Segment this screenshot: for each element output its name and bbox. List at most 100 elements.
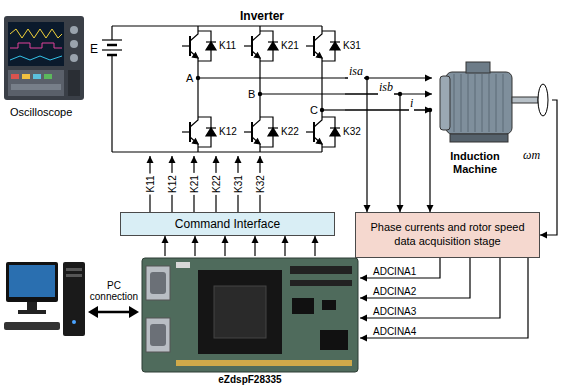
- signal-connector: [192, 236, 199, 256]
- connector-line: [345, 94, 400, 212]
- igbt-switches: [244, 112, 278, 152]
- switch-label: K11: [219, 40, 236, 51]
- signal-connector: [345, 94, 404, 212]
- oscilloscope-picture: [22, 74, 30, 79]
- arrow-head: [312, 236, 319, 243]
- current-label: isa: [348, 64, 364, 79]
- source-label: E: [90, 43, 98, 56]
- oscilloscope-picture: [11, 74, 19, 79]
- inverter-circuit: [321, 66, 322, 112]
- signal-connector: [345, 78, 371, 212]
- inverter-circuit: [102, 49, 122, 50]
- pc-link-arrow: [129, 306, 139, 318]
- arrow-head: [222, 236, 229, 243]
- igbt-switches: [182, 112, 216, 152]
- inverter-circuit: [198, 77, 345, 78]
- gate-signal-label: K11: [144, 173, 157, 194]
- adc-pin-label: ADCINA2: [372, 286, 417, 297]
- arrow-head: [360, 295, 367, 302]
- induction-machine-picture: [461, 74, 462, 132]
- arrow-head: [191, 156, 198, 163]
- arrow-head: [360, 275, 367, 282]
- gate-signal-label: K12: [166, 173, 179, 195]
- arrow-head: [169, 156, 176, 163]
- induction-machine-picture: [503, 74, 504, 132]
- oscilloscope-picture: [70, 54, 78, 62]
- igbt-switches: [182, 26, 216, 66]
- arrow-head: [162, 236, 169, 243]
- current-label: i: [409, 96, 414, 111]
- induction-machine-picture: [489, 74, 490, 132]
- oscilloscope-picture: [10, 43, 62, 48]
- inverter-circuit: [112, 151, 322, 152]
- dsp-board-picture: [320, 330, 348, 350]
- pc-link-arrow: [88, 306, 139, 318]
- pc-picture: [4, 322, 60, 330]
- oscilloscope-picture: [4, 16, 84, 100]
- pc-picture: [72, 320, 76, 324]
- arrow-head: [425, 91, 432, 98]
- arrow-head: [360, 335, 367, 342]
- arrow-head: [252, 236, 259, 243]
- switch-label: K32: [343, 126, 361, 137]
- arrow-head: [282, 236, 289, 243]
- pc-picture: [66, 268, 82, 271]
- signal-connector: [222, 236, 229, 256]
- inverter-circuit: [111, 55, 112, 152]
- induction-machine-picture: [482, 74, 483, 132]
- signal-connector: [360, 258, 440, 282]
- igbt-switches: [244, 26, 278, 66]
- oscilloscope-picture: [10, 29, 62, 38]
- oscilloscope-picture: [70, 40, 78, 48]
- switch-label: K31: [343, 40, 361, 51]
- connector-line: [345, 78, 367, 212]
- igbt-switches: [306, 112, 340, 152]
- inverter-circuit: [102, 26, 345, 152]
- gate-signal-label: K21: [188, 173, 201, 195]
- connector-line: [360, 258, 528, 338]
- gate-signal-label: K32: [254, 173, 267, 195]
- connector-line: [345, 110, 430, 212]
- arrow-head: [427, 205, 434, 212]
- arrow-head: [397, 205, 404, 212]
- dsp-board-picture: [198, 270, 282, 354]
- oscilloscope-picture: [68, 70, 80, 96]
- dsp-board-picture: [146, 266, 170, 300]
- pc-picture: [66, 274, 82, 277]
- adc-pin-label: ADCINA1: [372, 266, 417, 277]
- arrow-head: [192, 236, 199, 243]
- dsp-board-picture: [150, 324, 166, 346]
- inverter-circuit: [197, 66, 198, 112]
- gate-signal-label: K31: [232, 173, 245, 195]
- dsp-board-picture: [214, 286, 266, 338]
- induction-machine-picture: [512, 97, 538, 103]
- inverter-circuit: [111, 26, 112, 40]
- inverter-circuit: [322, 109, 345, 110]
- switch-label: K22: [281, 126, 299, 137]
- igbt-switches: [306, 26, 340, 66]
- switch-label: K21: [281, 40, 299, 51]
- junction-dots: [320, 108, 324, 112]
- pc-picture: [4, 262, 85, 336]
- arrow-head: [425, 75, 432, 82]
- adc-pin-label: ADCINA3: [372, 306, 417, 317]
- dsp-board-picture: [176, 262, 190, 268]
- dsp-board-picture: [142, 258, 358, 372]
- dsp-board-picture: [290, 280, 352, 286]
- induction-machine-picture: [446, 72, 512, 134]
- machine-region: Induction Machine: [432, 62, 552, 190]
- dsp-board-picture: [150, 272, 166, 294]
- oscilloscope-picture: [44, 74, 52, 79]
- connector-line: [360, 258, 500, 318]
- arrow-head: [364, 205, 371, 212]
- arrow-head: [360, 315, 367, 322]
- node-letter: A: [186, 72, 193, 84]
- gate-signal-label: K22: [210, 173, 223, 195]
- signal-connector: [252, 236, 259, 256]
- induction-machine-picture: [468, 74, 469, 132]
- command-interface-box: Command Interface: [120, 212, 335, 236]
- current-label: isb: [378, 80, 394, 95]
- signal-connector: [540, 100, 557, 239]
- acquisition-stage-box: Phase currents and rotor speed data acqu…: [355, 212, 540, 258]
